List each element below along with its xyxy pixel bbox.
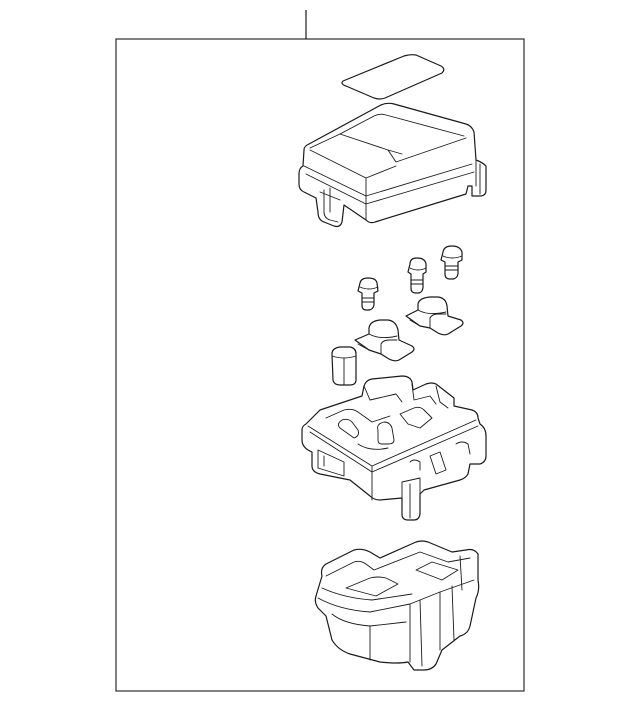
fuse-box-body: [301, 375, 487, 521]
relay: [331, 346, 357, 386]
fuse-clip-small: [357, 277, 379, 311]
cover-gasket: [341, 54, 445, 100]
lower-case: [314, 540, 480, 671]
fuse-clip-mid: [407, 257, 427, 294]
relay-holder-right: [405, 296, 464, 336]
relay-holder-left: [354, 319, 415, 362]
upper-cover: [298, 102, 487, 228]
fuse-clip-large: [440, 245, 463, 280]
